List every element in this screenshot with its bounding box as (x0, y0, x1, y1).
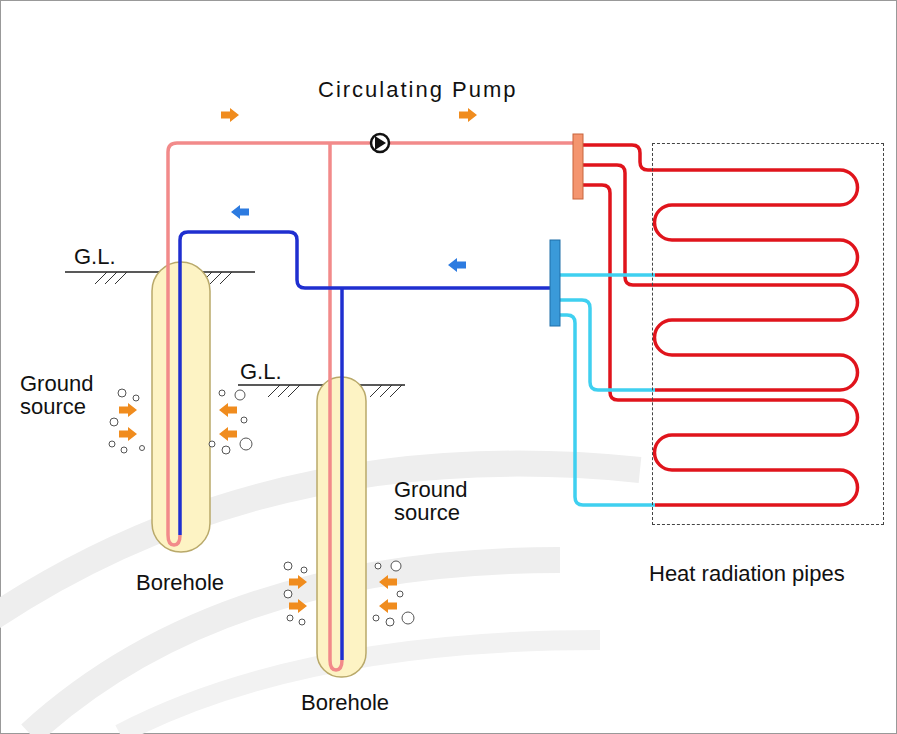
flow-arrow (448, 258, 466, 272)
return-branch (560, 275, 655, 505)
flow-arrow (231, 205, 249, 219)
supply-pipe (168, 143, 575, 670)
ground-level-label: G.L. (74, 245, 116, 268)
ground-line (65, 272, 405, 397)
heat-radiation-area: Heat radiation pipes (652, 143, 884, 525)
node-label: Heat radiation pipes (649, 562, 845, 585)
borehole: Borehole (280, 377, 410, 717)
borehole: Borehole (115, 262, 245, 597)
ground-source-label: Ground source (20, 372, 98, 418)
ground-level-label: G.L. (240, 360, 282, 383)
supply-manifold (573, 134, 583, 199)
node-label: Borehole (301, 691, 389, 714)
soil-stones (109, 389, 414, 626)
flow-arrow (459, 108, 477, 122)
node-label: Borehole (136, 571, 224, 594)
pump-label: Circulating Pump (318, 78, 518, 101)
return-manifold (550, 240, 560, 326)
flow-arrow (221, 108, 239, 122)
radiation-pipe (583, 145, 858, 505)
pump-symbol (371, 134, 389, 152)
heat-arrow (119, 403, 397, 613)
ground-source-label: Ground source (394, 478, 472, 524)
return-pipe (180, 232, 552, 660)
